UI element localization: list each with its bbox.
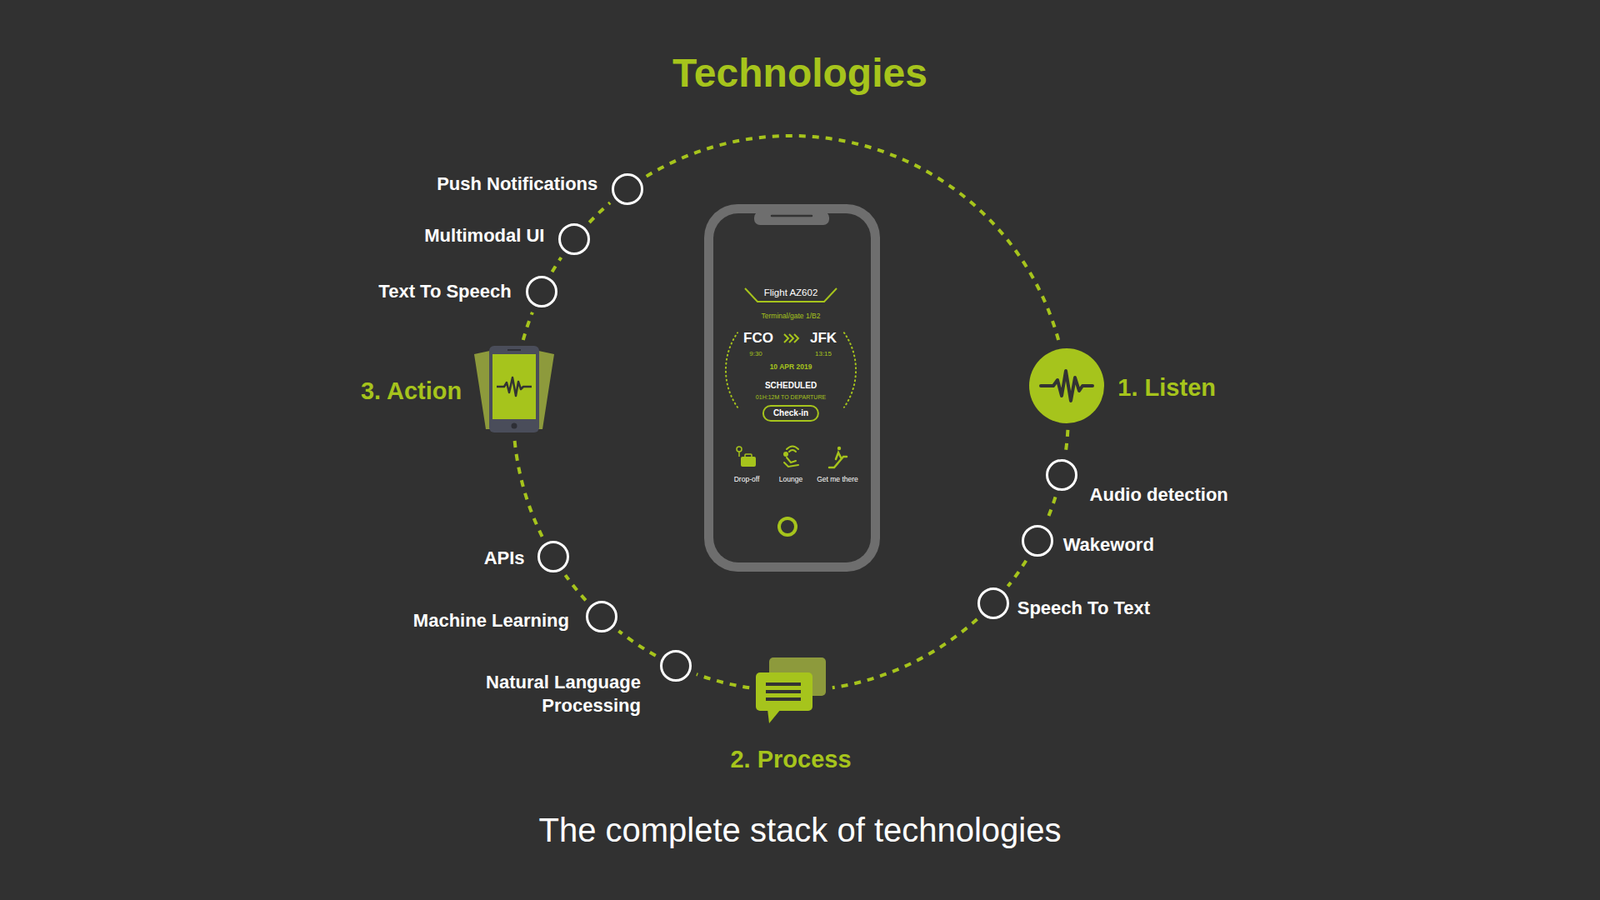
drawing-part	[789, 334, 794, 343]
bubble-tail	[767, 709, 781, 724]
tech-circle: Text To Speech	[525, 275, 558, 308]
phone-frame	[704, 204, 880, 572]
screen-text: 9:30	[749, 350, 763, 359]
drawing-part	[784, 452, 788, 456]
waveform	[496, 377, 532, 396]
screen-text: FCO	[743, 330, 774, 347]
drawing-part	[794, 334, 799, 343]
tech-circle: Wakeword	[1021, 525, 1054, 557]
ring-connector	[618, 630, 655, 656]
phone-screen	[713, 213, 871, 563]
button-text: Check-in	[773, 408, 809, 419]
lounge-icon	[784, 446, 799, 468]
screen-text: SCHEDULED	[765, 380, 817, 390]
home-button	[777, 516, 798, 537]
tech-circle: Machine Learning	[585, 600, 618, 633]
tech-circle: Speech To Text	[977, 587, 1010, 620]
dotted-arc	[725, 332, 738, 408]
screen-text: Terminal/gate 1/B2	[761, 312, 821, 320]
tech-label: Wakeword	[1063, 533, 1155, 557]
button-pill: Check-in	[762, 405, 820, 422]
tech-label: Speech To Text	[1017, 596, 1150, 620]
tech-circle: APIs	[537, 540, 570, 573]
button	[511, 422, 518, 429]
drawing-part	[829, 456, 847, 468]
diagram-caption: The complete stack of technologies	[0, 811, 1600, 850]
drawing-part	[740, 456, 756, 467]
ring-connector	[1065, 430, 1069, 454]
tech-label: Natural Language Processing	[464, 670, 641, 717]
speaker	[507, 349, 521, 351]
screen-text: Lounge	[779, 475, 803, 484]
stage-node: 2. Process	[755, 657, 826, 725]
chat-icon	[755, 657, 826, 725]
tech-label: Machine Learning	[413, 609, 570, 633]
route-chevrons	[784, 334, 799, 343]
tech-circle: Multimodal UI	[558, 223, 590, 255]
drawing-part	[777, 516, 798, 537]
drawing-part	[784, 457, 799, 467]
ring-connector	[514, 439, 542, 537]
ring-connector	[646, 135, 1060, 343]
escalator-icon	[829, 446, 847, 468]
tech-label: Text To Speech	[378, 280, 511, 304]
phone-speaker	[771, 215, 812, 218]
stage-node: 3. Action	[472, 345, 556, 433]
front-bubble	[755, 672, 813, 711]
dropoff-icon	[736, 446, 756, 467]
stage-label: 1. Listen	[1117, 373, 1216, 401]
screen-text: Drop-off	[734, 475, 760, 484]
drawing-part	[765, 697, 801, 701]
tech-circle: Natural Language Processing	[660, 650, 692, 682]
tech-circle: Push Notifications	[611, 173, 644, 205]
drawing-part	[765, 682, 801, 686]
screen-text: Get me there	[816, 475, 859, 484]
phone-display	[492, 354, 536, 420]
screen-text: JFK	[810, 330, 837, 347]
drawing-part	[736, 446, 742, 452]
drawing-part	[780, 520, 795, 534]
ring-connector	[1046, 496, 1055, 520]
tech-label: Audio detection	[1090, 484, 1229, 508]
dotted-arc	[844, 332, 856, 408]
ring-connector	[523, 312, 533, 340]
screen-text: 01H:12M TO DEPARTURE	[755, 394, 826, 401]
stage-node: 1. Listen	[1029, 348, 1105, 424]
listen-icon	[1029, 348, 1105, 424]
screen-text: 13:15	[815, 350, 832, 359]
tech-label: Push Notifications	[436, 172, 598, 196]
ring-connector	[696, 674, 750, 688]
tech-circle: Audio detection	[1045, 459, 1078, 491]
drawing-part	[789, 450, 796, 452]
ring-connector	[1007, 560, 1026, 587]
screen-text: Flight AZ602	[764, 287, 819, 299]
stage-label: 2. Process	[730, 745, 851, 774]
ring-connector	[565, 575, 586, 600]
drawing-part	[745, 454, 752, 458]
drawing-part	[738, 451, 740, 457]
diagram-title: Technologies	[0, 50, 1600, 96]
phone-body	[489, 345, 540, 433]
tech-label: APIs	[484, 546, 525, 570]
waveform	[1040, 370, 1093, 401]
stage-label: 3. Action	[360, 376, 462, 405]
text-lines	[765, 684, 801, 700]
drawing-part	[837, 446, 841, 450]
drawing-part	[786, 446, 799, 450]
drawing-part	[765, 690, 801, 694]
ring-connector	[589, 202, 610, 223]
tech-label: Multimodal UI	[424, 225, 545, 249]
phone-icon	[472, 345, 556, 433]
ring-connector	[832, 619, 978, 688]
drawing-part	[835, 452, 841, 460]
ring-connector	[552, 257, 562, 272]
listen-circle	[1029, 348, 1105, 424]
phone-notch	[754, 211, 830, 225]
screen-text: 10 APR 2019	[770, 363, 813, 371]
drawing-part	[784, 334, 789, 343]
